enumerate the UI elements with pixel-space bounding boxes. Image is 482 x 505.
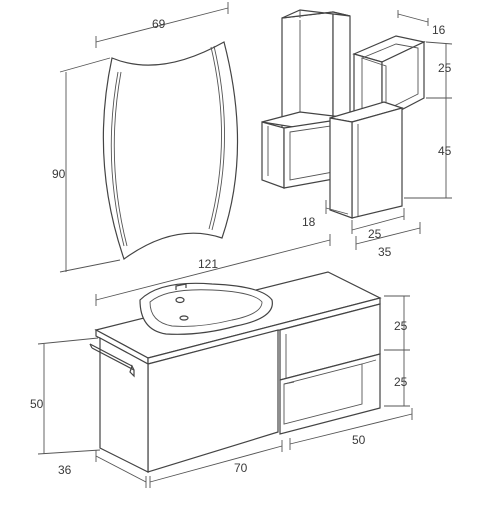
mirror: 69 90 [52, 2, 239, 273]
mirror-led-strip-right-inner [208, 46, 222, 230]
vanity-height-dimension [37, 337, 101, 455]
open-shelf-height-dimension [384, 350, 410, 407]
mirror-outline [102, 41, 239, 260]
tall-column-cabinet [329, 101, 405, 219]
side-unit-width-label: 50 [352, 433, 366, 447]
overall-depth-label: 35 [378, 245, 392, 259]
left-box-depth-label: 18 [302, 215, 316, 229]
vanity-height-label: 50 [30, 397, 44, 411]
open-shelf [279, 353, 381, 435]
column-height-label: 45 [438, 144, 452, 158]
drawer-height-label: 25 [394, 319, 408, 333]
vessel-basin [139, 282, 273, 335]
main-cabinet-side [99, 336, 149, 473]
shelving-depth-label: 16 [432, 23, 446, 37]
vanity-width-dimension [95, 234, 331, 306]
open-shelf-inner [283, 363, 363, 425]
basin-drain [175, 296, 185, 304]
overall-depth-dimension [355, 222, 421, 250]
mirror-led-strip-left-inner [113, 71, 128, 247]
open-shelf-height-label: 25 [394, 375, 408, 389]
top-box-height-label: 25 [438, 61, 452, 75]
mirror-width-label: 69 [152, 17, 166, 31]
mirror-height-label: 90 [52, 167, 66, 181]
tall-top-cabinet [281, 9, 351, 135]
mirror-height-dimension [59, 57, 121, 273]
mirror-led-strip-left [110, 71, 125, 247]
vanity-width-label: 121 [198, 257, 218, 271]
column-depth-label: 25 [368, 227, 382, 241]
main-cabinet-width-dimension [149, 440, 283, 488]
basin-tap [175, 283, 187, 290]
main-cabinet-width-label: 70 [234, 461, 248, 475]
mirror-led-strip-right [211, 45, 225, 231]
mirror-width-dimension [95, 2, 229, 48]
drawer-height-dimension [384, 295, 410, 351]
vanity-unit: 121 25 25 50 36 [30, 234, 413, 488]
top-box-height-dimension [425, 41, 453, 99]
wall-shelving: 16 25 45 18 25 [261, 9, 453, 259]
side-unit-width-dimension [289, 408, 413, 450]
vanity-depth-dimension [95, 450, 147, 488]
towel-bar [89, 343, 135, 378]
shelving-depth-16-dimension [397, 10, 429, 26]
open-box-top-right [352, 35, 426, 121]
vanity-depth-label: 36 [58, 463, 72, 477]
left-box-depth-dimension [325, 200, 349, 215]
column-height-dimension [404, 98, 452, 199]
column-depth-dimension [351, 208, 405, 234]
